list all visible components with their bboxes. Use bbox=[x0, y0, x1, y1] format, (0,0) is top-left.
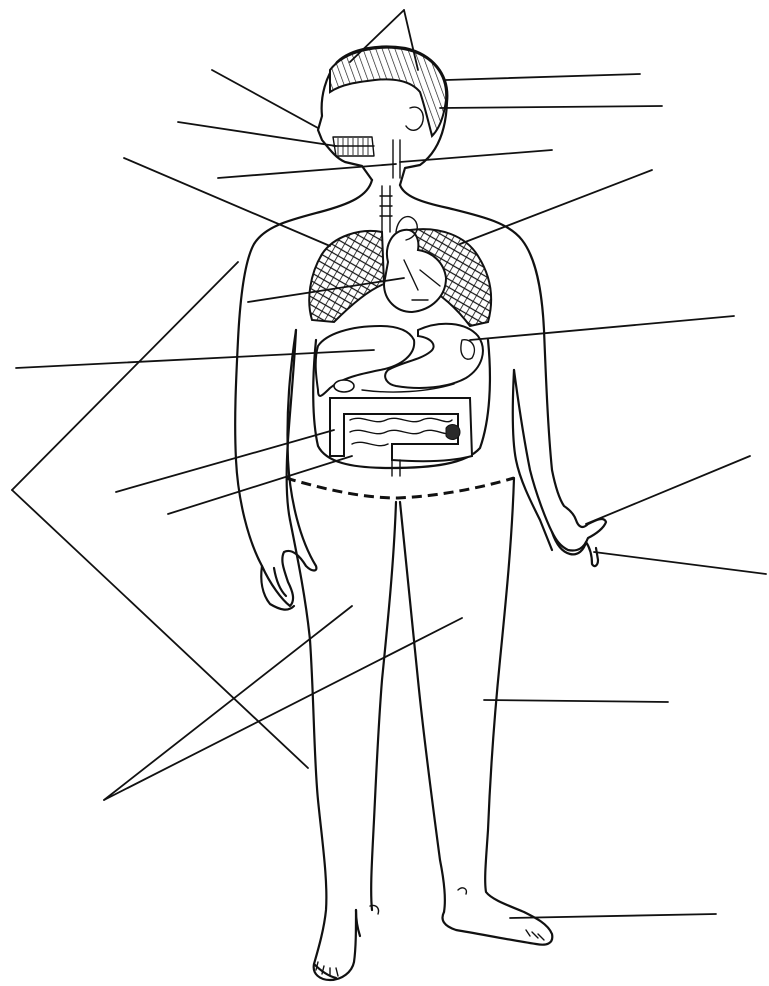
leader-stomach bbox=[470, 316, 734, 340]
leader-lines bbox=[12, 10, 766, 918]
leader-throat bbox=[400, 150, 552, 162]
organs bbox=[309, 186, 491, 476]
body-outline bbox=[235, 47, 606, 980]
small-intestine bbox=[350, 418, 452, 445]
trachea bbox=[380, 186, 392, 232]
leader-skull bbox=[212, 70, 318, 128]
leader-leg bbox=[484, 700, 668, 702]
kidney bbox=[446, 425, 460, 440]
left-leg-outer bbox=[290, 520, 356, 980]
leader-lung-right bbox=[460, 170, 652, 244]
leader-hand bbox=[586, 456, 750, 524]
leader-arm-bottom bbox=[12, 490, 308, 768]
leader-finger bbox=[594, 552, 766, 574]
esophagus bbox=[393, 140, 400, 178]
right-toes bbox=[526, 930, 544, 940]
left-lung bbox=[309, 231, 384, 322]
right-leg-inner bbox=[400, 502, 445, 912]
leader-foot bbox=[510, 914, 716, 918]
leader-thigh-left bbox=[104, 606, 352, 800]
waist-line bbox=[286, 478, 514, 498]
left-leg-inner bbox=[371, 502, 396, 910]
leader-hair bbox=[446, 74, 640, 80]
gallbladder bbox=[334, 380, 354, 392]
right-ankle bbox=[458, 888, 466, 894]
leader-arm-top bbox=[12, 262, 238, 490]
jaw-teeth bbox=[333, 137, 374, 156]
right-leg-outer bbox=[443, 478, 553, 945]
hair bbox=[330, 48, 446, 136]
leader-scalp bbox=[440, 106, 662, 108]
leader-thigh-right bbox=[104, 618, 462, 800]
leader-small-intestine bbox=[168, 456, 352, 514]
ear bbox=[406, 107, 423, 130]
